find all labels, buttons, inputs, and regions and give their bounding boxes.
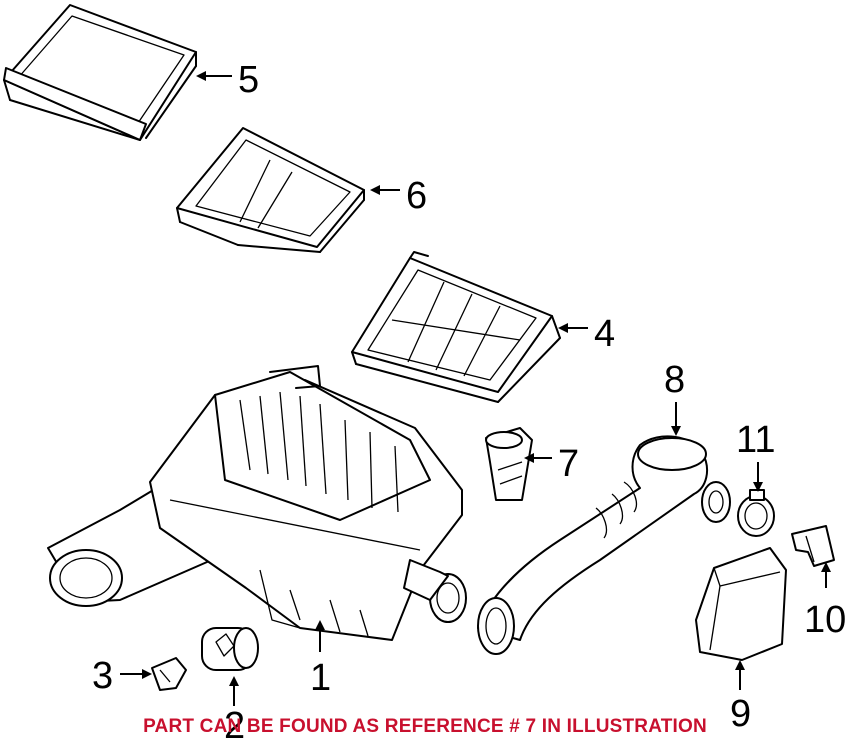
callout-9: 9 <box>730 693 751 735</box>
part-8-intake-duct <box>477 435 731 655</box>
callout-numbers: 5 6 4 7 8 11 10 9 1 2 3 <box>92 59 846 744</box>
part-4-housing-cover <box>351 251 561 403</box>
callout-1: 1 <box>310 657 331 699</box>
callout-4: 4 <box>594 313 615 355</box>
part-6-filter-frame <box>176 127 365 253</box>
part-10-bracket <box>791 525 835 567</box>
part-3-clip <box>151 657 187 691</box>
callout-2: 2 <box>224 705 245 744</box>
part-2-grommet <box>201 627 259 671</box>
callout-8: 8 <box>664 359 685 401</box>
part-5-air-filter <box>3 4 197 141</box>
reference-note: PART CAN BE FOUND AS REFERENCE # 7 IN IL… <box>143 716 707 737</box>
callout-10: 10 <box>804 599 846 641</box>
callout-6: 6 <box>406 175 427 217</box>
callout-5: 5 <box>238 59 259 101</box>
part-9-duct-adapter <box>695 547 787 661</box>
leader-arrows <box>120 71 831 706</box>
callout-3: 3 <box>92 655 113 697</box>
part-11-hose-clamp <box>737 489 775 537</box>
callout-7: 7 <box>558 443 579 485</box>
callout-11: 11 <box>736 419 775 461</box>
part-7-mass-air-flow-sensor <box>485 427 533 501</box>
part-1-filter-housing <box>47 365 467 641</box>
